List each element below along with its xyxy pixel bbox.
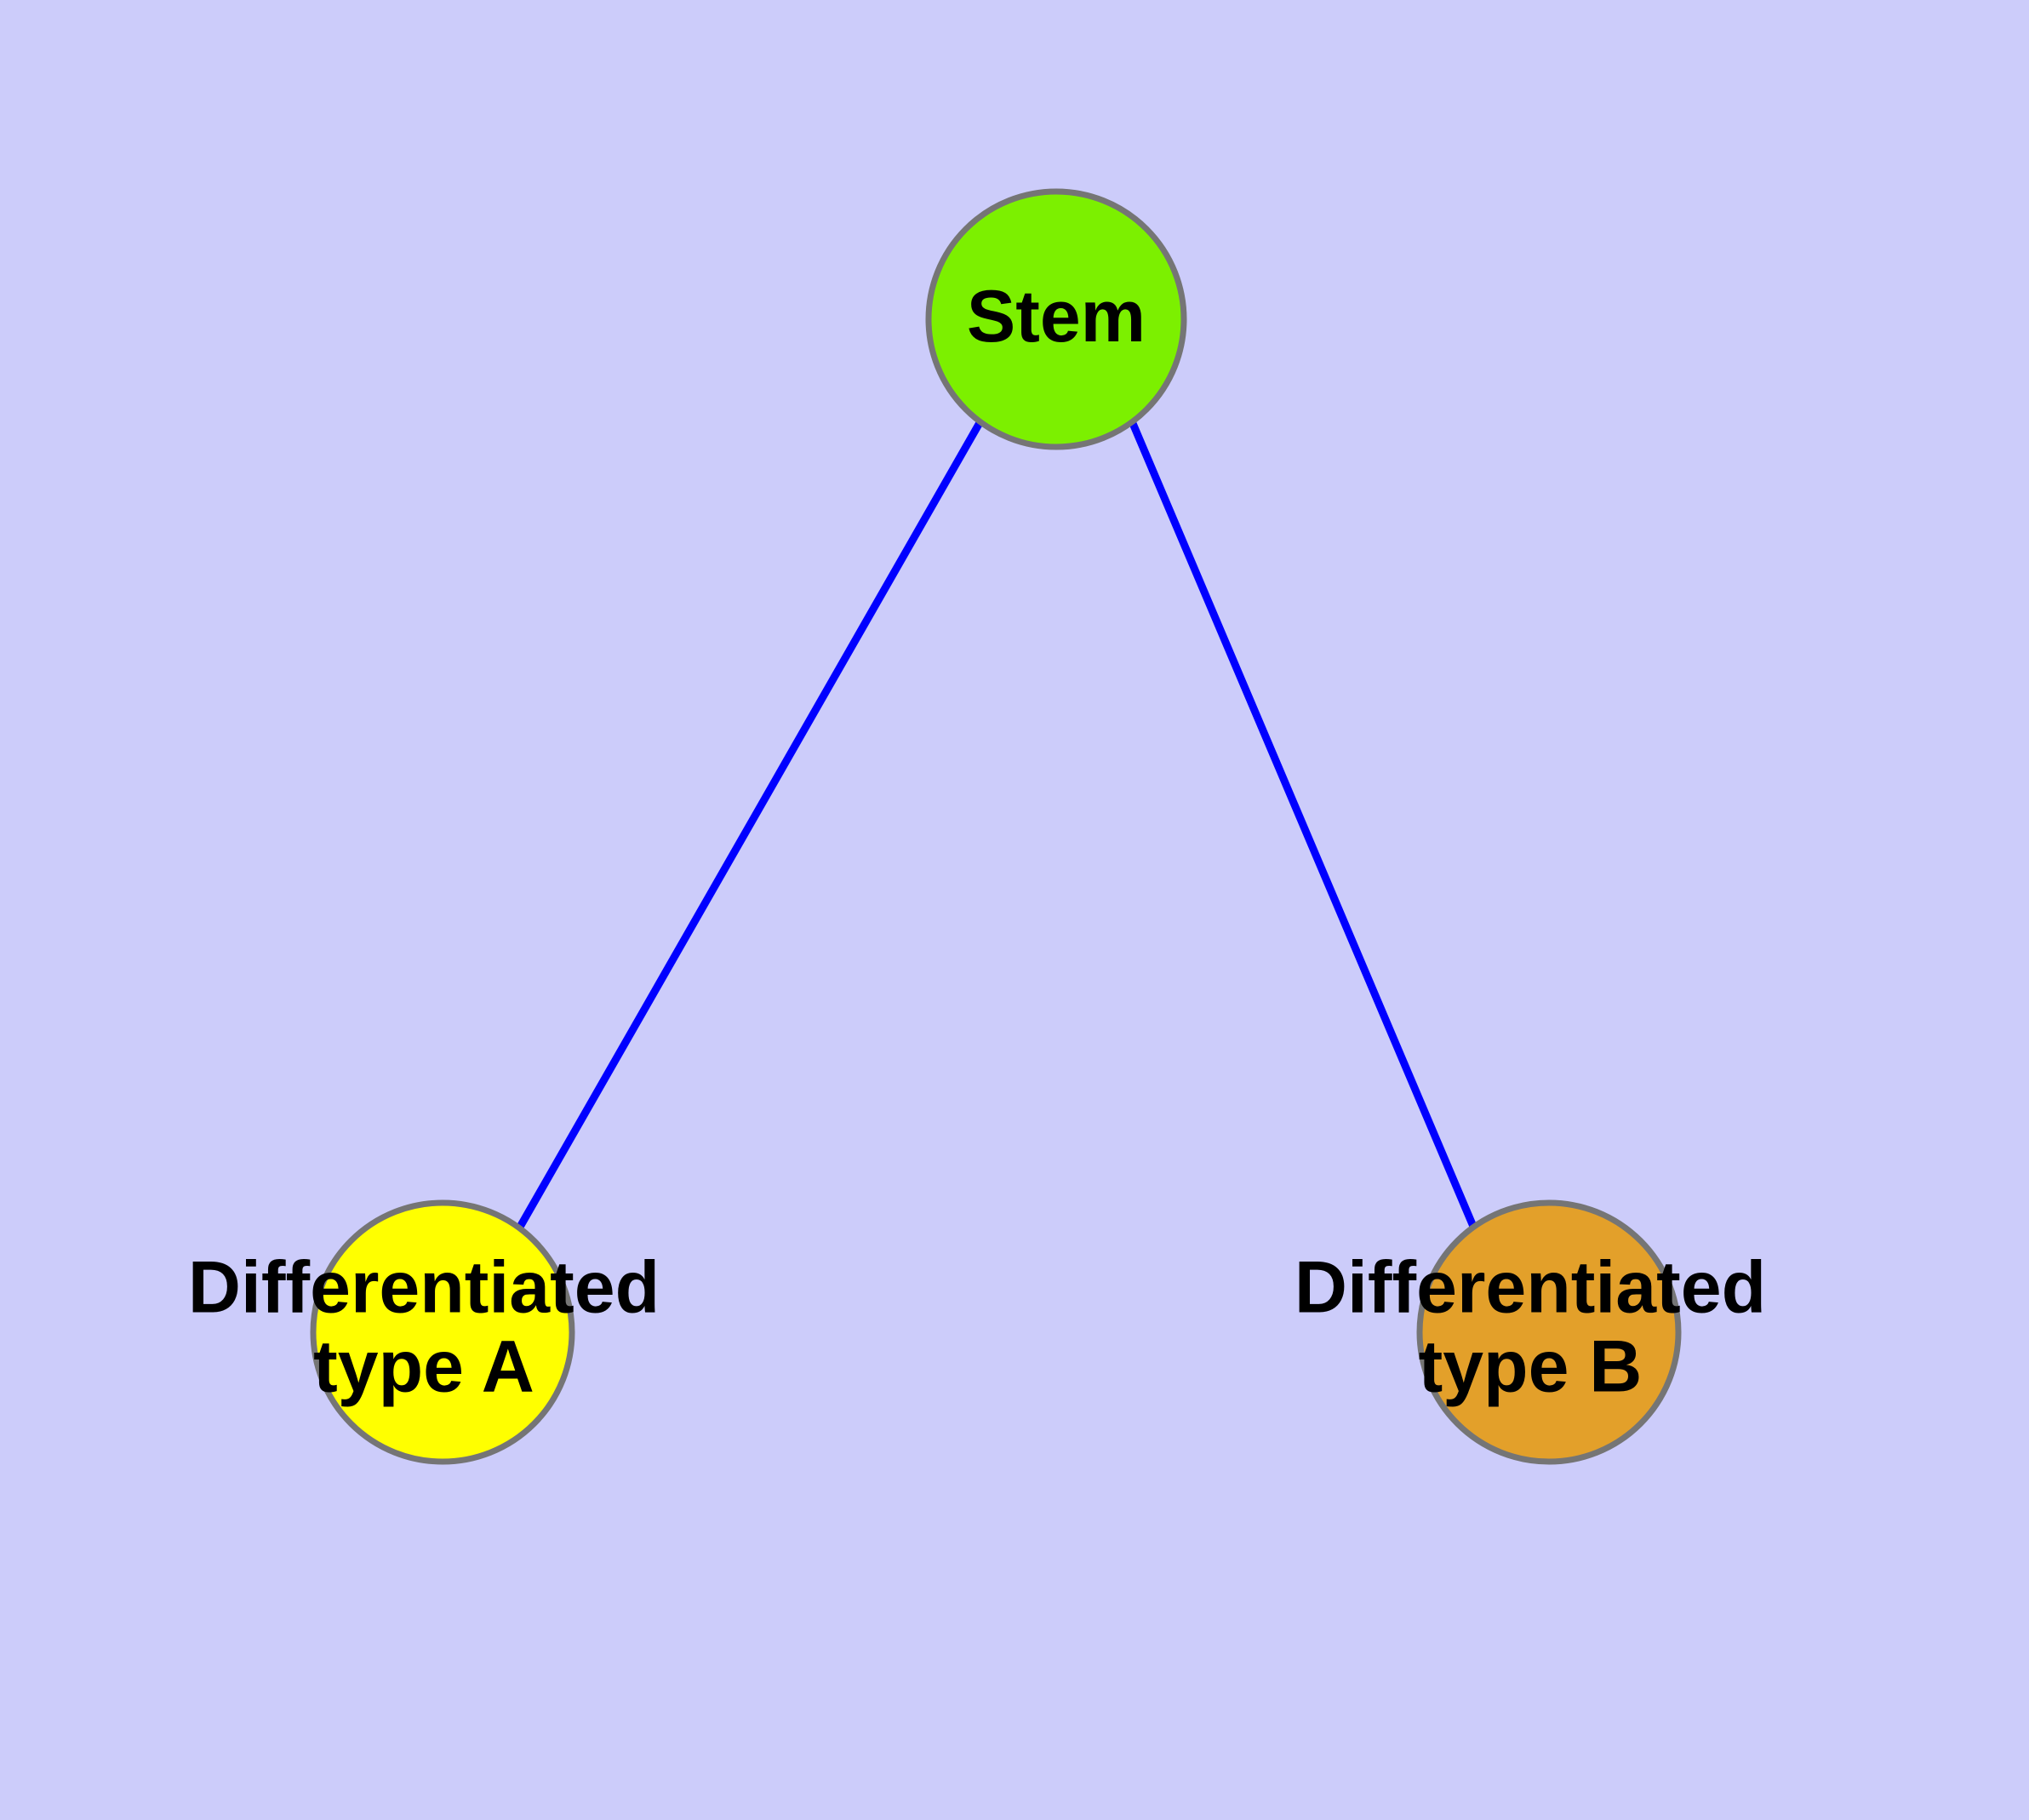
node-group <box>310 188 1682 1465</box>
node-label-line: Differentiated <box>1295 1246 1766 1328</box>
node-label-line: Differentiated <box>188 1246 660 1328</box>
edge-group <box>516 419 1478 1231</box>
node-circle-differentiated-type-a[interactable] <box>310 1199 575 1465</box>
node-label-line: type A <box>313 1325 534 1407</box>
node-differentiated-type-a[interactable] <box>310 1199 575 1465</box>
node-circle-differentiated-type-b[interactable] <box>1416 1199 1682 1465</box>
edge-stem-to-differentiated-type-a[interactable] <box>516 419 984 1231</box>
node-label-stem: Stem <box>967 276 1146 358</box>
node-differentiated-type-b[interactable] <box>1416 1199 1682 1465</box>
edge-stem-to-differentiated-type-b[interactable] <box>1128 420 1478 1230</box>
node-label-line: Stem <box>967 276 1146 358</box>
node-label-line: type B <box>1419 1325 1643 1407</box>
node-circle-stem[interactable] <box>925 188 1187 450</box>
node-stem[interactable] <box>925 188 1187 450</box>
